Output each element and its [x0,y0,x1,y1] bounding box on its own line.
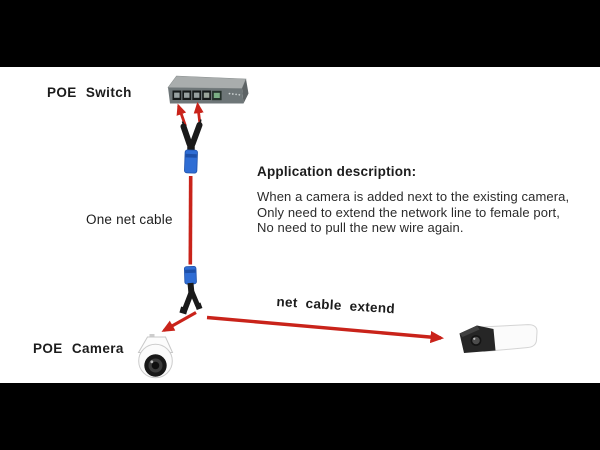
app-description-line: When a camera is added next to the exist… [257,189,570,204]
letterbox-top [0,0,600,67]
bullet-camera-icon [459,324,538,353]
app-description-line: Only need to extend the network line to … [257,204,560,220]
dome-camera-icon [137,334,174,379]
app-description-line: No need to pull the new wire again. [257,220,464,235]
app-description-body: When a camera is added next to the exist… [257,189,592,236]
arrow-to-dome-camera-icon [161,311,197,332]
poe-switch-icon [167,75,249,104]
letterbox-bottom [0,383,600,450]
poe-camera-label: POE Camera [33,341,124,356]
switch-ports [172,90,222,101]
rj45-splitter-bottom-icon [179,282,203,315]
uplink-arrows-icon [176,101,204,127]
rj45-splitter-top-icon [180,119,203,151]
rj45-coupler-top-icon [184,149,198,174]
net-cable-extend-arrow-icon [206,315,445,344]
rj45-coupler-bottom-icon [183,265,197,285]
switch-leds [228,92,241,96]
one-net-cable-label: One net cable [86,212,173,227]
app-description-title: Application description: [257,164,417,179]
poe-switch-label: POE Switch [47,85,132,100]
